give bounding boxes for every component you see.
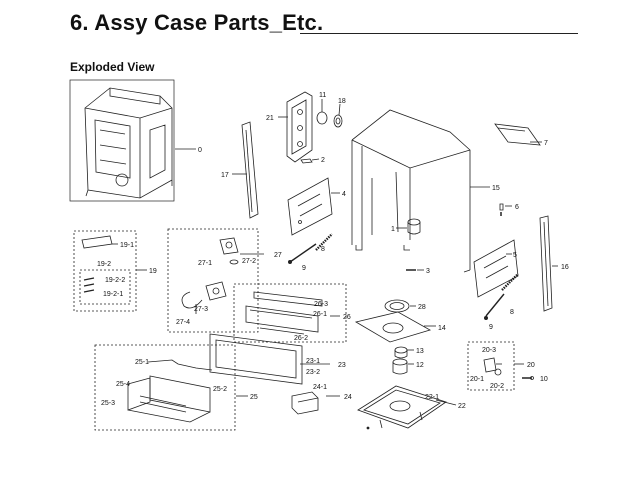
label-27-2: 27-2 bbox=[242, 258, 256, 265]
part-spring-right bbox=[501, 273, 519, 291]
label-28: 28 bbox=[418, 304, 426, 311]
part-group-27 bbox=[167, 228, 264, 333]
page-title: 6. Assy Case Parts_Etc. bbox=[70, 10, 324, 35]
part-left-trim-strip bbox=[232, 121, 259, 219]
label-25-1: 25-1 bbox=[135, 359, 149, 366]
label-27-1: 27-1 bbox=[198, 260, 212, 267]
label-16: 16 bbox=[561, 264, 569, 271]
label-15: 15 bbox=[492, 185, 500, 192]
label-19: 19 bbox=[149, 268, 157, 275]
label-25: 25 bbox=[250, 394, 258, 401]
part-bracket-plate bbox=[278, 91, 313, 163]
label-19-2: 19-2 bbox=[97, 261, 111, 268]
label-20: 20 bbox=[527, 362, 535, 369]
part-group-26 bbox=[233, 283, 347, 343]
label-11: 11 bbox=[319, 92, 326, 99]
label-23-1: 23-1 bbox=[306, 358, 320, 365]
label-17: 17 bbox=[221, 172, 229, 179]
part-filter-13 bbox=[394, 346, 414, 359]
label-20-3: 20-3 bbox=[482, 347, 496, 354]
label-8-left: 8 bbox=[321, 246, 325, 253]
label-18: 18 bbox=[338, 98, 346, 105]
label-24: 24 bbox=[344, 394, 352, 401]
label-1: 1 bbox=[391, 226, 395, 233]
label-20-2: 20-2 bbox=[490, 383, 504, 390]
part-outer-cabinet bbox=[351, 109, 490, 273]
label-27: 27 bbox=[274, 252, 282, 259]
part-tub-assembly bbox=[69, 79, 196, 202]
title-underline bbox=[300, 33, 578, 34]
part-filter-12 bbox=[392, 358, 414, 375]
part-seal-ring bbox=[316, 99, 328, 125]
label-22-1: 22-1 bbox=[425, 394, 439, 401]
label-19-1: 19-1 bbox=[120, 242, 134, 249]
section-subtitle: Exploded View bbox=[70, 60, 155, 74]
label-4: 4 bbox=[342, 191, 346, 198]
label-9-right: 9 bbox=[489, 324, 493, 331]
label-6: 6 bbox=[515, 204, 519, 211]
part-rod-left bbox=[287, 243, 317, 264]
part-top-bracket bbox=[494, 123, 542, 146]
label-26-1: 26-1 bbox=[313, 311, 327, 318]
part-group-20 bbox=[467, 341, 524, 391]
label-22: 22 bbox=[458, 403, 466, 410]
label-12: 12 bbox=[416, 362, 424, 369]
label-25-2: 25-2 bbox=[213, 386, 227, 393]
part-sump-plate-14 bbox=[354, 311, 436, 343]
label-27-3: 27-3 bbox=[194, 306, 208, 313]
label-2: 2 bbox=[321, 157, 325, 164]
part-screw-10 bbox=[522, 376, 534, 380]
label-19-2-2: 19-2-2 bbox=[105, 277, 125, 284]
label-25-3: 25-3 bbox=[101, 400, 115, 407]
part-group-25 bbox=[94, 344, 248, 431]
label-10: 10 bbox=[540, 376, 548, 383]
part-left-panel bbox=[287, 177, 340, 236]
part-right-trim-strip bbox=[539, 215, 558, 312]
label-13: 13 bbox=[416, 348, 424, 355]
label-23: 23 bbox=[338, 362, 346, 369]
part-bracket-6 bbox=[499, 203, 512, 216]
label-3: 3 bbox=[426, 268, 430, 275]
label-24-1: 24-1 bbox=[313, 384, 327, 391]
label-21: 21 bbox=[266, 115, 274, 122]
label-25-4: 25-4 bbox=[116, 381, 130, 388]
label-23-2: 23-2 bbox=[306, 369, 320, 376]
part-base-22 bbox=[357, 385, 457, 430]
label-26-3: 26-3 bbox=[314, 301, 328, 308]
part-group-19 bbox=[73, 230, 147, 312]
label-26-2: 26-2 bbox=[294, 335, 308, 342]
part-fastener-18 bbox=[333, 103, 343, 128]
part-pump-28 bbox=[384, 299, 416, 313]
label-27-4: 27-4 bbox=[176, 319, 190, 326]
label-19-2-1: 19-2-1 bbox=[103, 291, 123, 298]
label-20-1: 20-1 bbox=[470, 376, 484, 383]
label-7: 7 bbox=[544, 140, 548, 147]
part-control-panel bbox=[209, 333, 330, 385]
part-sensor-1 bbox=[396, 218, 421, 235]
label-8-right: 8 bbox=[510, 309, 514, 316]
part-right-panel bbox=[473, 239, 519, 298]
label-9-left: 9 bbox=[302, 265, 306, 272]
label-5: 5 bbox=[513, 252, 517, 259]
label-14: 14 bbox=[438, 325, 446, 332]
label-0: 0 bbox=[198, 147, 202, 154]
part-labels: 0 1 2 3 4 5 6 7 8 8 9 9 10 11 12 13 14 1… bbox=[97, 92, 569, 410]
part-clip-2 bbox=[300, 158, 320, 164]
part-rod-right bbox=[483, 293, 505, 320]
part-cover-24 bbox=[291, 391, 340, 415]
label-26: 26 bbox=[343, 314, 351, 321]
